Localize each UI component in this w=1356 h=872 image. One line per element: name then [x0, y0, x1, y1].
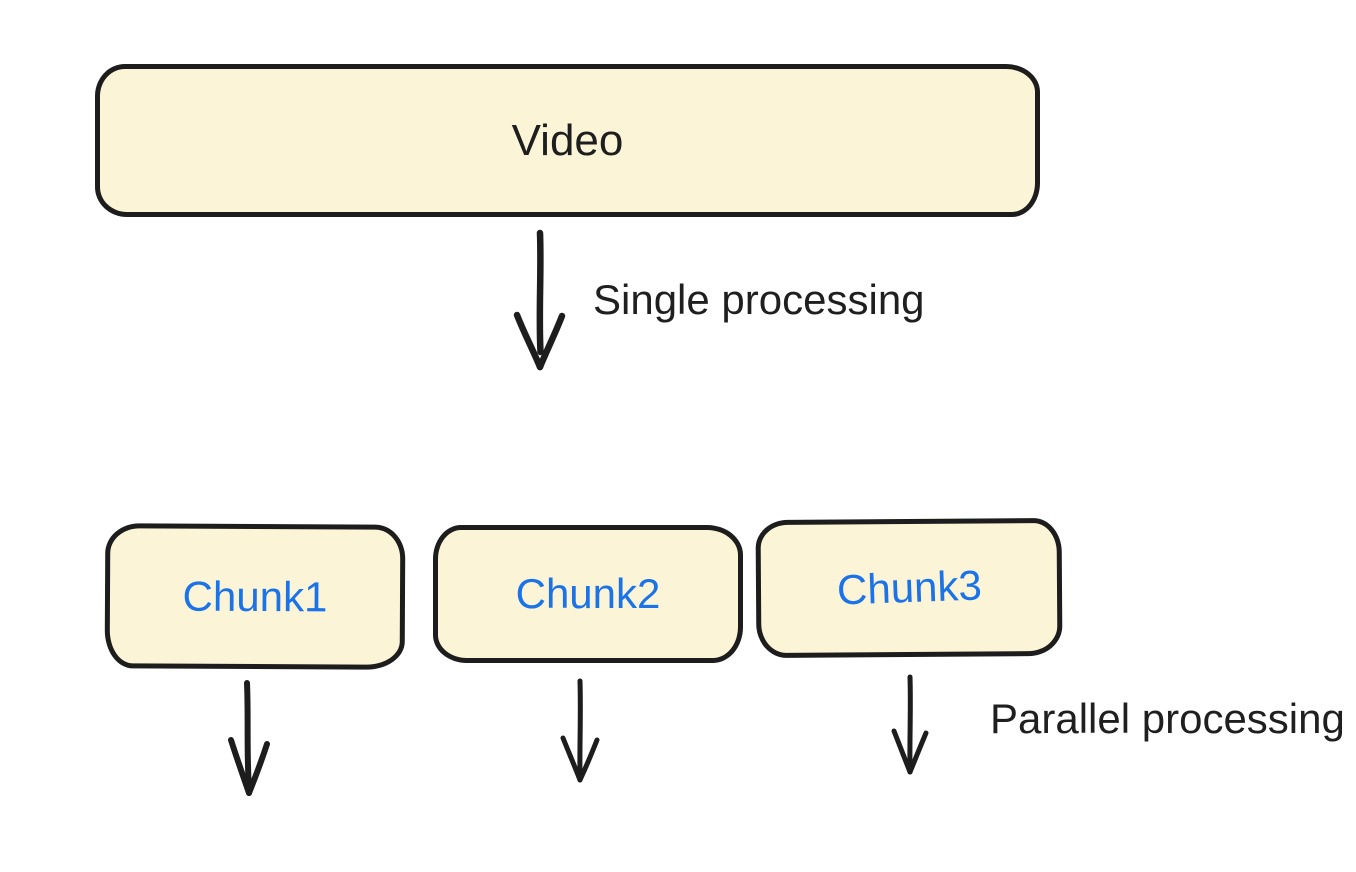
chunk1-arrow-down-icon	[228, 680, 270, 796]
video-node: Video	[95, 64, 1040, 217]
single-processing-label: Single processing	[593, 276, 925, 323]
chunk2-arrow-down-icon	[560, 678, 600, 783]
chunk3-node-label: Chunk3	[835, 561, 983, 614]
chunk3-node: Chunk3	[755, 517, 1063, 659]
chunk1-node: Chunk1	[104, 523, 406, 670]
chunk3-arrow-down-icon	[891, 674, 929, 775]
chunk1-node-label: Chunk1	[182, 572, 328, 620]
chunk2-node-label: Chunk2	[515, 570, 661, 617]
video-node-label: Video	[511, 115, 624, 165]
parallel-processing-label: Parallel processing	[990, 695, 1345, 742]
single-processing-arrow-down-icon	[513, 229, 566, 371]
chunk2-node: Chunk2	[433, 525, 743, 663]
